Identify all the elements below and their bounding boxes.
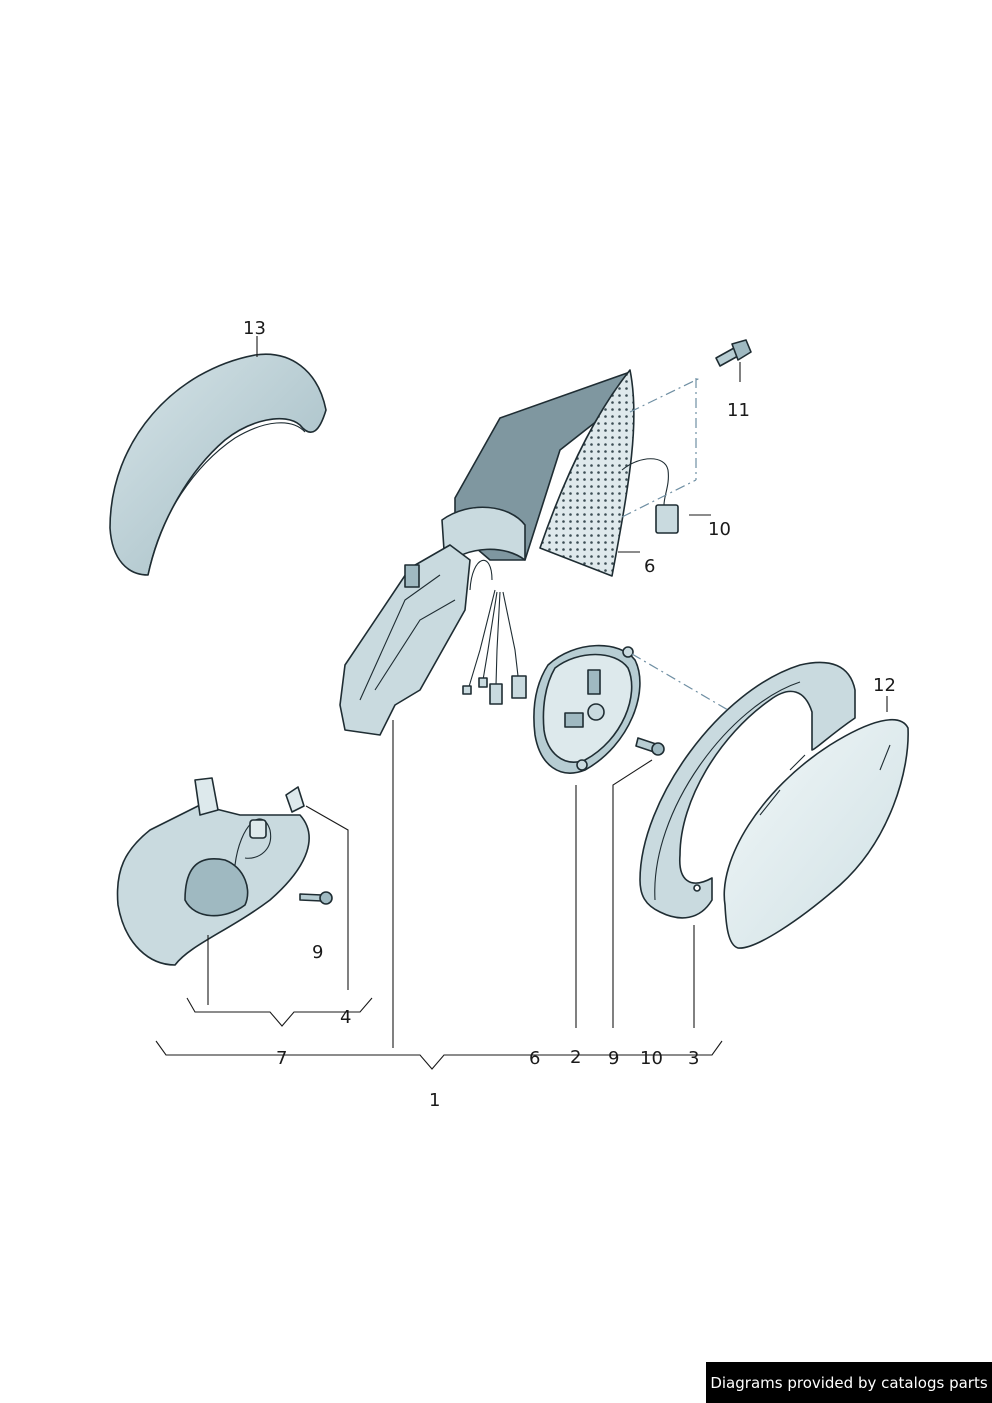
mirror-glass-part [723,719,909,949]
callout-2: 2 [570,1047,581,1068]
adjustment-motor-part [533,644,641,774]
callout-7: 7 [276,1048,287,1069]
attribution-text: Diagrams provided by catalogs parts [710,1373,988,1392]
callout-12: 12 [873,675,896,696]
screw-part [715,339,752,367]
callout-labels: 13 11 10 6 12 9 4 7 6 2 9 10 3 1 [243,318,896,1111]
lower-housing-part [116,777,310,966]
assembly-axis-lines [621,377,729,711]
callout-3: 3 [688,1048,699,1069]
mirror-housing-frame [339,544,493,736]
callout-4: 4 [340,1007,351,1028]
callout-10-lower: 10 [640,1048,663,1069]
mirror-frame-part [639,661,856,919]
callout-9-left: 9 [312,942,323,963]
motor-screw-part [635,737,665,756]
mirror-cap-part [109,353,327,576]
attribution-banner: Diagrams provided by catalogs parts [706,1362,992,1403]
callout-6-upper: 6 [644,556,655,577]
wiring-loom [462,589,527,705]
leader-lines [155,336,888,1070]
callout-11: 11 [727,400,750,421]
cable-connector-part [621,458,679,534]
housing-screw-part [299,891,333,905]
callout-13: 13 [243,318,266,339]
mirror-base-part [441,369,635,577]
callout-1: 1 [429,1090,440,1111]
callout-9-right: 9 [608,1048,619,1069]
callout-6-lower: 6 [529,1048,540,1069]
callout-10-upper: 10 [708,519,731,540]
